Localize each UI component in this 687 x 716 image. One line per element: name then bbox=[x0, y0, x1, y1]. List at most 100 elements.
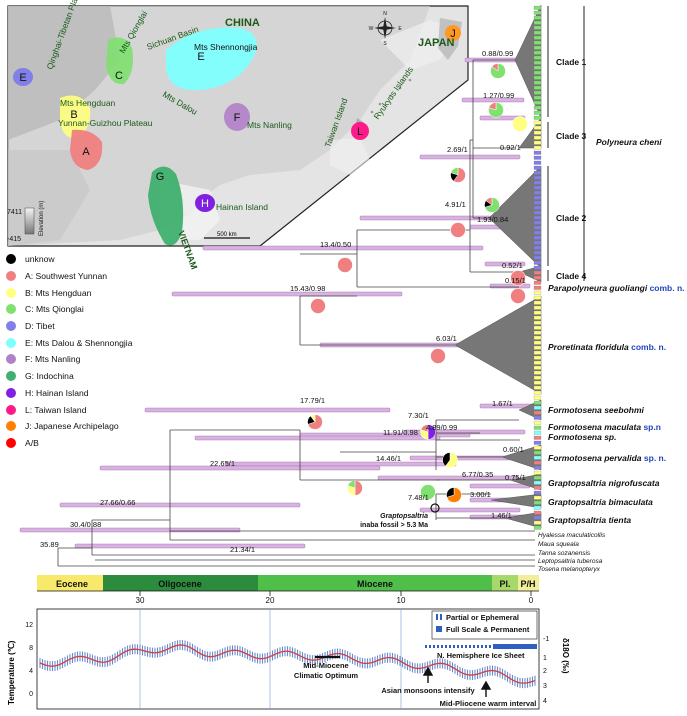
label-hengduan: Mts Hengduan bbox=[60, 98, 116, 108]
taxon-parapolyneura: Parapolyneura guoliangi bbox=[548, 283, 648, 293]
ice-partial-label: Partial or Ephemeral bbox=[446, 613, 519, 622]
node-age-label: 6.77/0.35 bbox=[462, 470, 493, 479]
ancestral-area-pie bbox=[484, 197, 500, 213]
legend-item: unknow bbox=[6, 251, 196, 268]
legend-swatch bbox=[6, 354, 16, 365]
svg-text:Formotosena pervalida sp. n.: Formotosena pervalida sp. n. bbox=[548, 453, 666, 463]
legend-item: A: Southwest Yunnan bbox=[6, 268, 196, 285]
legend-label: J: Japanese Archipelago bbox=[25, 421, 119, 432]
label-china: CHINA bbox=[225, 17, 260, 29]
asian-monsoon-label: Asian monsoons intensify bbox=[381, 686, 475, 695]
polyneura-cheni-label: Polyneura cheni bbox=[596, 137, 662, 147]
svg-text:Pl.: Pl. bbox=[499, 579, 510, 589]
map-letter-b: B bbox=[70, 109, 77, 121]
climate-panel: 12 8 4 0 Temperature (℃) -1 1 2 3 4 δ18O… bbox=[7, 608, 570, 710]
outgroup-maua: Maua squeala bbox=[538, 541, 579, 548]
node-age-label: 0.15/1 bbox=[505, 276, 526, 285]
map-inset: E B A C E F G H L J Qinghai-Tibetan Plat… bbox=[7, 0, 469, 271]
taxon-bimaculata: Graptopsaltria bimaculata bbox=[548, 497, 653, 507]
svg-text:W: W bbox=[369, 26, 374, 32]
area-j bbox=[445, 25, 461, 41]
svg-text:3: 3 bbox=[543, 683, 547, 690]
node-age-label: 22.65/1 bbox=[210, 459, 235, 468]
map-letter-g: G bbox=[156, 171, 165, 183]
node-age-label: 3.00/1 bbox=[470, 490, 491, 499]
taxon-maculata: Formotosena maculata bbox=[548, 422, 641, 432]
elevation-max: 7411 bbox=[7, 209, 22, 216]
node-age-label: 13.4/0.50 bbox=[320, 240, 351, 249]
label-shennongjia: Mts Shennongjia bbox=[194, 42, 258, 52]
node-age-label: 27.66/0.66 bbox=[100, 498, 135, 507]
ancestral-area-pie bbox=[442, 452, 458, 468]
svg-text:Oligocene: Oligocene bbox=[158, 579, 202, 589]
node-age-label: 0.88/0.99 bbox=[482, 49, 513, 58]
map-letter-h: H bbox=[201, 198, 209, 210]
map-letter-d: E bbox=[19, 72, 26, 84]
outgroup-tanna: Tanna sozanensis bbox=[538, 550, 591, 557]
legend-swatch bbox=[6, 387, 16, 398]
area-f bbox=[224, 103, 250, 131]
scale-label: 500 km bbox=[217, 232, 237, 238]
ancestral-area-pie bbox=[420, 484, 436, 500]
area-l bbox=[351, 122, 369, 140]
epoch-pliocene bbox=[492, 575, 518, 591]
ancestral-area-pie bbox=[490, 63, 506, 79]
node-age-label: 0.60/1 bbox=[503, 445, 524, 454]
map-letter-f: F bbox=[234, 112, 241, 124]
tick-10: 10 bbox=[397, 596, 406, 605]
mid-pliocene-label: Mid-Pliocene warm interval bbox=[440, 699, 537, 708]
legend-label: A/B bbox=[25, 437, 39, 448]
node-age-label: 17.79/1 bbox=[300, 396, 325, 405]
node-age-label: 30.4/0.88 bbox=[70, 520, 101, 529]
svg-text:Parapolyneura guoliangi comb.: Parapolyneura guoliangi comb. n. bbox=[548, 283, 685, 293]
climatic-optimum-label: Climatic Optimum bbox=[294, 671, 359, 680]
elevation-min: -415 bbox=[7, 236, 21, 243]
area-a bbox=[70, 129, 103, 170]
clade-3-label: Clade 3 bbox=[556, 131, 587, 141]
node-age-label: 0.52/1 bbox=[502, 261, 523, 270]
ancestral-area-pie bbox=[337, 257, 353, 273]
legend-swatch bbox=[6, 304, 16, 315]
svg-text:Eocene: Eocene bbox=[56, 579, 88, 589]
ice-sheet-label: N. Hemisphere Ice Sheet bbox=[437, 651, 525, 660]
epoch-eocene bbox=[37, 575, 103, 591]
legend-swatch bbox=[6, 271, 16, 282]
fossil-label-1: Graptopsaltria bbox=[380, 513, 428, 520]
taxon-pervalida: Formotosena pervalida bbox=[548, 453, 642, 463]
fossil-marker bbox=[430, 503, 440, 513]
node-age-label: 0.92/1 bbox=[500, 143, 521, 152]
ancestral-area-pie bbox=[430, 348, 446, 364]
legend-item: C: Mts Qionglai bbox=[6, 301, 196, 318]
node-age-label: 1.27/0.99 bbox=[483, 91, 514, 100]
legend-label: D: Tibet bbox=[25, 321, 55, 332]
legend-item: F: Mts Nanling bbox=[6, 351, 196, 368]
taxon-nigrofuscata: Graptopsaltria nigrofuscata bbox=[548, 478, 660, 488]
svg-text:8: 8 bbox=[29, 645, 33, 652]
svg-text:Formotosena maculata sp.n: Formotosena maculata sp.n bbox=[548, 422, 661, 432]
seebohmi-triangle bbox=[518, 399, 542, 421]
legend-label: E: Mts Dalou & Shennongjia bbox=[25, 337, 133, 348]
legend-swatch bbox=[6, 287, 16, 298]
ancestral-area-pie bbox=[450, 167, 466, 183]
ancestral-area-pie bbox=[510, 270, 526, 286]
clade-2-label: Clade 2 bbox=[556, 213, 587, 223]
legend-item: B: Mts Hengduan bbox=[6, 284, 196, 301]
node-age-label: 15.43/0.98 bbox=[290, 284, 325, 293]
map-letter-a: A bbox=[82, 146, 90, 158]
svg-text:P/H: P/H bbox=[520, 579, 535, 589]
legend-item: J: Japanese Archipelago bbox=[6, 418, 196, 435]
legend-label: L: Taiwan Island bbox=[25, 404, 87, 415]
label-nanling: Mts Nanling bbox=[247, 120, 292, 130]
ancestral-area-pie bbox=[450, 222, 466, 238]
ancestral-area-pie bbox=[420, 424, 436, 440]
node-age-label: 1.67/1 bbox=[492, 399, 513, 408]
temperature-axis-label: Temperature (℃) bbox=[7, 640, 16, 705]
bimaculata-triangle bbox=[490, 493, 542, 509]
legend-item: E: Mts Dalou & Shennongjia bbox=[6, 334, 196, 351]
legend-swatch bbox=[6, 337, 16, 348]
clade-4-label: Clade 4 bbox=[556, 271, 587, 281]
epoch-miocene bbox=[258, 575, 492, 591]
node-age-label: 0.75/1 bbox=[505, 473, 526, 482]
node-age-label: 7.30/1 bbox=[408, 411, 429, 420]
